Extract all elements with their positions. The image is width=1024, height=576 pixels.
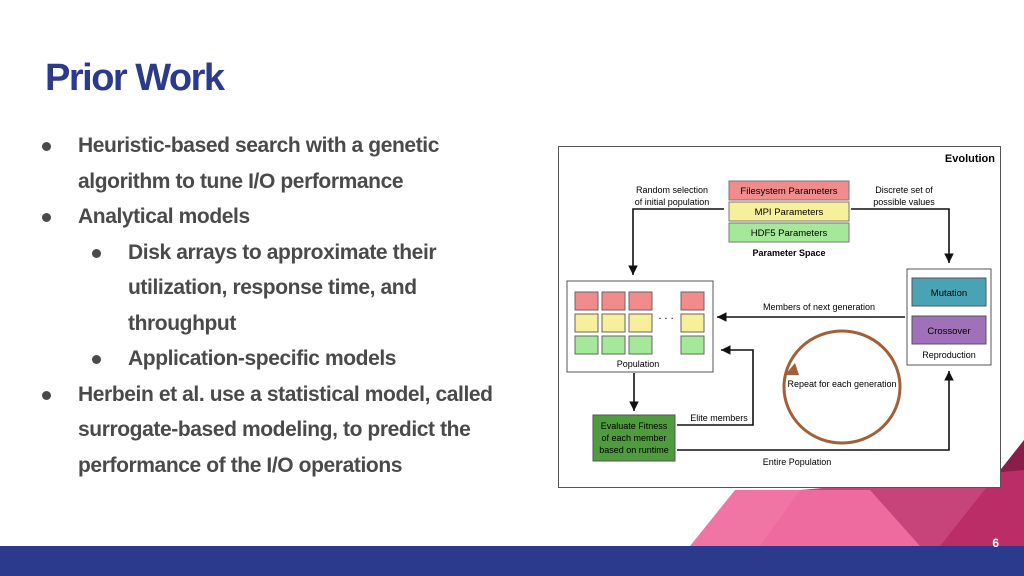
gene-cell [601,335,626,355]
bullet-text: Herbein et al. use a statistical model, … [78,382,493,406]
discrete-set-line1: Discrete set of [875,185,933,195]
hdf5-params-label: HDF5 Parameters [751,228,828,239]
arrow-elite-members [677,345,754,426]
bullet-text: surrogate-based modeling, to predict the [78,418,471,441]
mpi-params-box [728,201,850,222]
evaluate-line1: Evaluate Fitness [601,421,668,431]
bullet-text: algorithm to tune I/O performance [78,169,404,193]
random-selection-line2: of initial population [635,197,710,207]
deco-pink-shape [690,490,920,546]
mutation-label: Mutation [931,288,967,299]
evaluate-line2: of each member [601,433,666,443]
subbullet-disk-arrays: Disk arrays to approximate their utiliza… [40,235,570,342]
bullet-text: performance of the I/O operations [78,453,403,477]
bullet-dot [42,213,51,222]
repeat-label: Repeat for each generation [787,379,896,389]
reproduction-label: Reproduction [922,350,976,360]
evolution-diagram: Evolution Random selection of initial po… [558,146,1001,488]
gene-cell [680,313,705,333]
gene-cell [628,291,653,311]
page-number: 6 [992,536,999,550]
hdf5-params-box [728,222,850,243]
bullet-analytical: Analytical models [40,199,570,235]
crossover-label: Crossover [927,326,970,337]
filesystem-params-box [728,180,850,201]
loop-arrowhead [785,363,799,375]
arrow-to-population [628,208,724,275]
filesystem-params-label: Filesystem Parameters [740,186,837,197]
bullet-list: Heuristic-based search with a genetic al… [40,128,570,483]
population-grid [574,291,705,355]
arrow-to-reproduction [851,208,954,263]
footer-bar [0,546,1024,576]
gene-cell [574,313,599,333]
gene-cell [601,291,626,311]
slide-title: Prior Work [45,57,225,99]
gene-cell [601,313,626,333]
bullet-herbein: Herbein et al. use a statistical model, … [40,377,570,484]
bullet-dot [92,355,101,364]
bullet-dot [42,142,51,151]
bullet-dot [92,248,101,258]
evaluate-line3: based on runtime [599,445,669,455]
ellipsis: . . . [658,310,673,322]
bullet-text: Application-specific models [128,347,397,370]
bullet-text: Heuristic-based search with a genetic [78,134,439,157]
gene-cell [680,291,705,311]
bullet-dot [42,390,51,400]
bullet-text: throughput [128,311,236,335]
population-label: Population [617,359,660,369]
evaluate-fitness-box [592,414,676,462]
members-next-gen-label: Members of next generation [763,302,875,312]
mpi-params-label: MPI Parameters [755,207,824,218]
random-selection-line1: Random selection [636,185,708,195]
gene-cell [574,335,599,355]
bullet-genetic: Heuristic-based search with a genetic al… [40,128,570,199]
gene-cell [628,335,653,355]
gene-cell [628,313,653,333]
entire-population-label: Entire Population [763,457,832,467]
parameter-space-label: Parameter Space [752,248,825,258]
subbullet-application: Application-specific models [40,341,570,377]
bullet-text: Disk arrays to approximate their [128,240,437,264]
crossover-box [911,315,987,345]
elite-members-label: Elite members [690,413,748,423]
repeat-loop [782,329,902,445]
gene-cell [574,291,599,311]
discrete-set-line2: possible values [873,197,935,207]
bullet-text: utilization, response time, and [128,276,417,299]
arrow-entire-population [677,371,954,451]
evolution-label: Evolution [945,153,995,165]
gene-cell [680,335,705,355]
mutation-box [911,277,987,307]
diagram-canvas: Evolution Random selection of initial po… [566,153,995,467]
bullet-text: Analytical models [78,205,250,228]
